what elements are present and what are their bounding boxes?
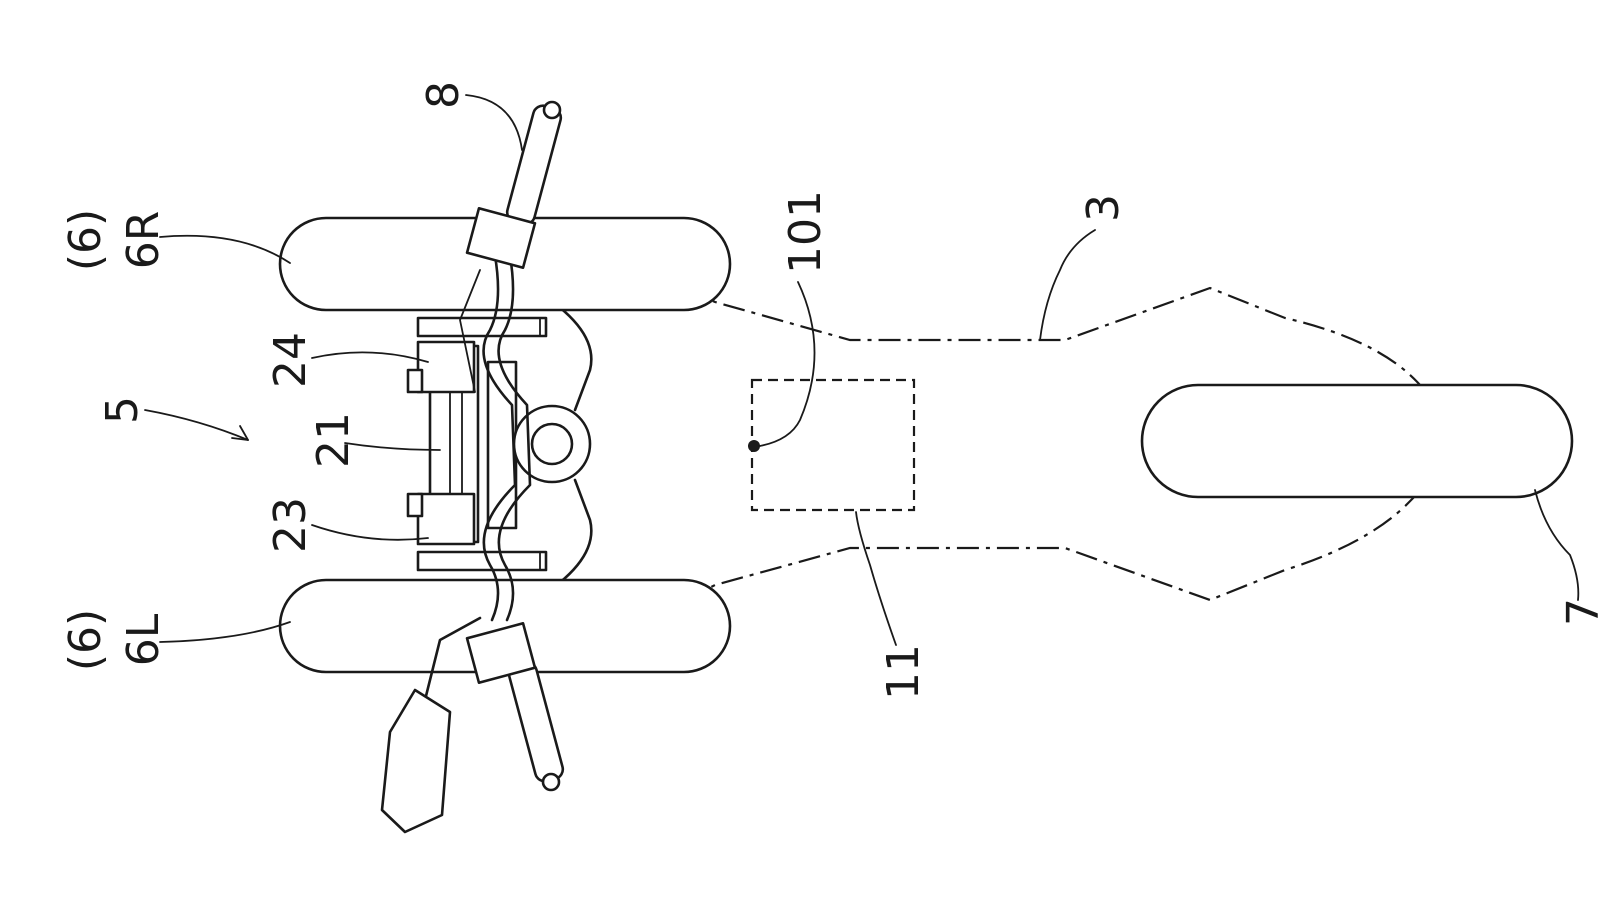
connection-point [748,440,760,452]
body-outline-3 [534,263,1421,629]
label-8: 8 [418,81,469,109]
label-6R: 6R [118,211,169,270]
mirror [423,616,482,702]
handlebar-8 [380,100,565,834]
label-3: 3 [1078,194,1129,222]
cross-member-upper [416,316,548,338]
mirror-glass [380,688,452,834]
label-6-right-paren: (6) [60,209,111,271]
label-24: 24 [265,332,316,388]
label-101: 101 [780,190,831,274]
label-7: 7 [1558,598,1600,626]
bracket-23 [416,492,476,546]
label-6L: 6L [118,613,169,666]
label-21: 21 [308,412,359,468]
label-23: 23 [265,497,316,553]
label-11: 11 [878,644,929,700]
grip-left [507,661,565,783]
cross-member-lower [416,550,548,572]
label-5: 5 [97,396,148,424]
bracket-24 [416,340,476,394]
wheel-7 [1140,383,1574,499]
handlebar-tube [482,238,517,622]
control-box-101 [750,378,916,512]
label-6-left-paren: (6) [60,609,111,671]
